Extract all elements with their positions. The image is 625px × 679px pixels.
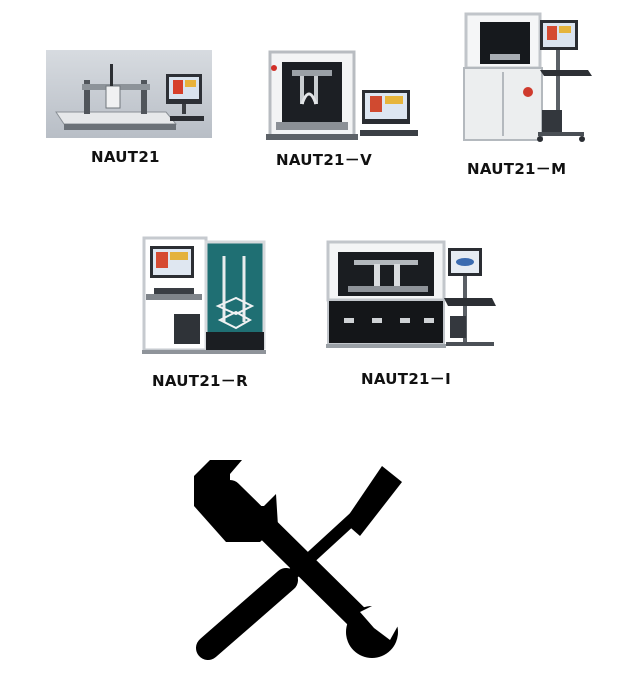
product-photo-naut21-r (140, 236, 268, 358)
product-photo-naut21-m (460, 10, 596, 144)
product-photo-naut21-i (324, 238, 500, 354)
product-label-naut21-i: NAUT21－I (361, 370, 451, 388)
product-label-naut21: NAUT21 (91, 148, 160, 166)
product-photo-naut21 (46, 50, 212, 138)
product-photo-naut21-v (262, 48, 422, 144)
product-label-naut21-m: NAUT21－M (467, 160, 567, 178)
wrench-screwdriver-icon (190, 452, 420, 671)
product-label-naut21-r: NAUT21－R (152, 372, 248, 390)
product-label-naut21-v: NAUT21－V (276, 151, 372, 169)
